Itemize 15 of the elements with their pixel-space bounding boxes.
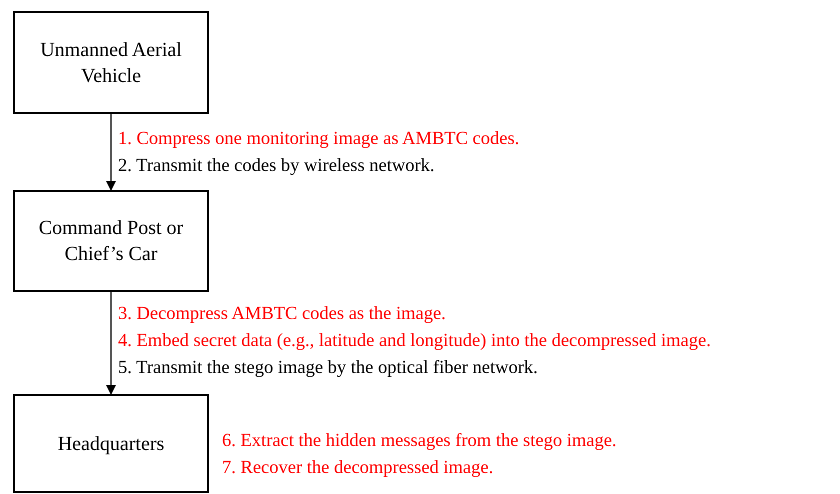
step-text: 3. Decompress AMBTC codes as the image. (118, 303, 446, 326)
box-label: Unmanned Aerial Vehicle (39, 38, 183, 88)
arrow (106, 114, 116, 191)
step-text: 7. Recover the decompressed image. (222, 457, 494, 480)
step-text: 4. Embed secret data (e.g., latitude and longitude) into the decompressed image. (118, 330, 711, 353)
step-text: 5. Transmit the stego image by the optical fiber network. (118, 357, 538, 380)
step-text: 6. Extract the hidden messages from the stego image. (222, 430, 617, 453)
step-text: 1. Compress one monitoring image as AMBTC codes. (118, 128, 520, 151)
step-text: 2. Transmit the codes by wireless network. (118, 155, 435, 178)
process-box (13, 190, 209, 292)
box-label: Command Post or Chief’s Car (38, 216, 184, 267)
box-label: Headquarters (58, 432, 164, 456)
process-box (13, 11, 209, 114)
process-box (13, 394, 209, 493)
arrow (106, 292, 116, 395)
